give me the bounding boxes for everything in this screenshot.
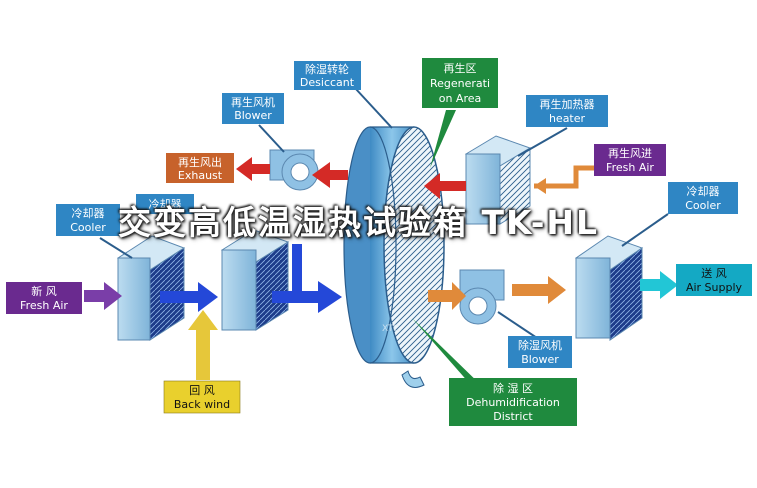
regen-air-arrow-2 bbox=[312, 162, 348, 188]
svg-text:Back wind: Back wind bbox=[174, 398, 230, 411]
process-air-arrow-1 bbox=[160, 282, 218, 312]
svg-text:冷却器: 冷却器 bbox=[72, 207, 105, 220]
dry-air-arrow-1 bbox=[428, 282, 466, 310]
svg-text:再生加热器: 再生加热器 bbox=[540, 97, 595, 111]
overlay-title: 交变高低温湿热试验箱 TK-HL bbox=[118, 203, 600, 242]
pointer-lines bbox=[99, 87, 669, 390]
svg-text:新 风: 新 风 bbox=[31, 284, 57, 298]
svg-text:Exhaust: Exhaust bbox=[178, 169, 223, 182]
exhaust-arrow bbox=[236, 157, 270, 181]
label-regen-fresh-air: 再生风进 Fresh Air bbox=[594, 144, 666, 176]
cooler-right-unit bbox=[574, 235, 644, 341]
label-regen-heater: 再生加热器 heater bbox=[526, 95, 608, 127]
svg-text:回 风: 回 风 bbox=[189, 384, 215, 397]
svg-text:冷却器: 冷却器 bbox=[687, 185, 720, 198]
label-fresh-air: 新 风 Fresh Air bbox=[6, 282, 82, 314]
label-air-supply: 送 风 Air Supply bbox=[676, 264, 752, 296]
dh-district-pointer bbox=[412, 318, 486, 390]
svg-text:除湿转轮: 除湿转轮 bbox=[305, 62, 349, 76]
svg-text:Blower: Blower bbox=[234, 109, 272, 122]
svg-text:Air Supply: Air Supply bbox=[686, 281, 743, 294]
label-cooler-left: 冷却器 Cooler bbox=[56, 204, 120, 236]
air-supply-arrow bbox=[640, 271, 678, 299]
svg-text:冷却器: 冷却器 bbox=[149, 198, 182, 211]
process-air-riser bbox=[292, 244, 302, 296]
svg-text:District: District bbox=[493, 410, 533, 423]
label-dh-district: 除 湿 区 Dehumidification District bbox=[449, 378, 577, 426]
svg-text:再生区: 再生区 bbox=[444, 61, 477, 75]
regen-blower-unit bbox=[269, 149, 319, 191]
label-exhaust: 再生风出 Exhaust bbox=[166, 153, 234, 183]
dry-air-arrow-2 bbox=[512, 276, 566, 304]
svg-text:Cooler: Cooler bbox=[685, 199, 721, 212]
label-regeneration-area: 再生区 Regenerati on Area bbox=[422, 58, 498, 108]
svg-text:Fresh Air: Fresh Air bbox=[20, 299, 68, 312]
svg-text:heater: heater bbox=[549, 112, 586, 125]
svg-text:on Area: on Area bbox=[439, 92, 482, 105]
svg-text:再生风进: 再生风进 bbox=[608, 146, 652, 160]
cooler-mid-unit bbox=[220, 229, 290, 331]
label-cooler-right: 冷却器 Cooler bbox=[668, 182, 738, 214]
svg-text:Desiccant: Desiccant bbox=[300, 76, 355, 89]
airflow-arrows bbox=[84, 157, 678, 380]
svg-text:Fresh Air: Fresh Air bbox=[606, 161, 654, 174]
label-regen-blower: 再生风机 Blower bbox=[222, 93, 284, 124]
svg-text:再生风机: 再生风机 bbox=[231, 95, 275, 109]
label-desiccant: 除湿转轮 Desiccant bbox=[294, 61, 361, 90]
cooler-left-unit bbox=[116, 235, 186, 341]
dh-blower-unit bbox=[459, 269, 505, 325]
svg-text:Dehumidification: Dehumidification bbox=[466, 396, 560, 409]
back-wind-arrow bbox=[188, 310, 218, 380]
svg-text:除 湿 区: 除 湿 区 bbox=[493, 381, 533, 395]
fresh-air-arrow bbox=[84, 282, 122, 310]
regen-air-arrow-1 bbox=[424, 173, 466, 199]
regen-heater-unit bbox=[464, 135, 532, 225]
regen-area-pointer bbox=[430, 110, 456, 168]
label-dh-blower: 除湿风机 Blower bbox=[508, 336, 572, 368]
rotation-arrow-icon bbox=[401, 370, 425, 388]
svg-text:Regenerati: Regenerati bbox=[430, 77, 490, 90]
svg-text:送 风: 送 风 bbox=[701, 266, 727, 280]
watermark-text: XTC bbox=[382, 324, 399, 334]
svg-text:Cooler: Cooler bbox=[70, 221, 106, 234]
label-back-wind: 回 风 Back wind bbox=[163, 380, 241, 414]
svg-text:除湿风机: 除湿风机 bbox=[518, 338, 562, 352]
svg-text:Blower: Blower bbox=[521, 353, 559, 366]
label-cooler-mid: 冷却器 bbox=[136, 194, 194, 214]
regen-fresh-air-arrow bbox=[534, 165, 594, 189]
svg-text:再生风出: 再生风出 bbox=[178, 155, 222, 169]
process-air-arrow-2 bbox=[272, 281, 342, 313]
